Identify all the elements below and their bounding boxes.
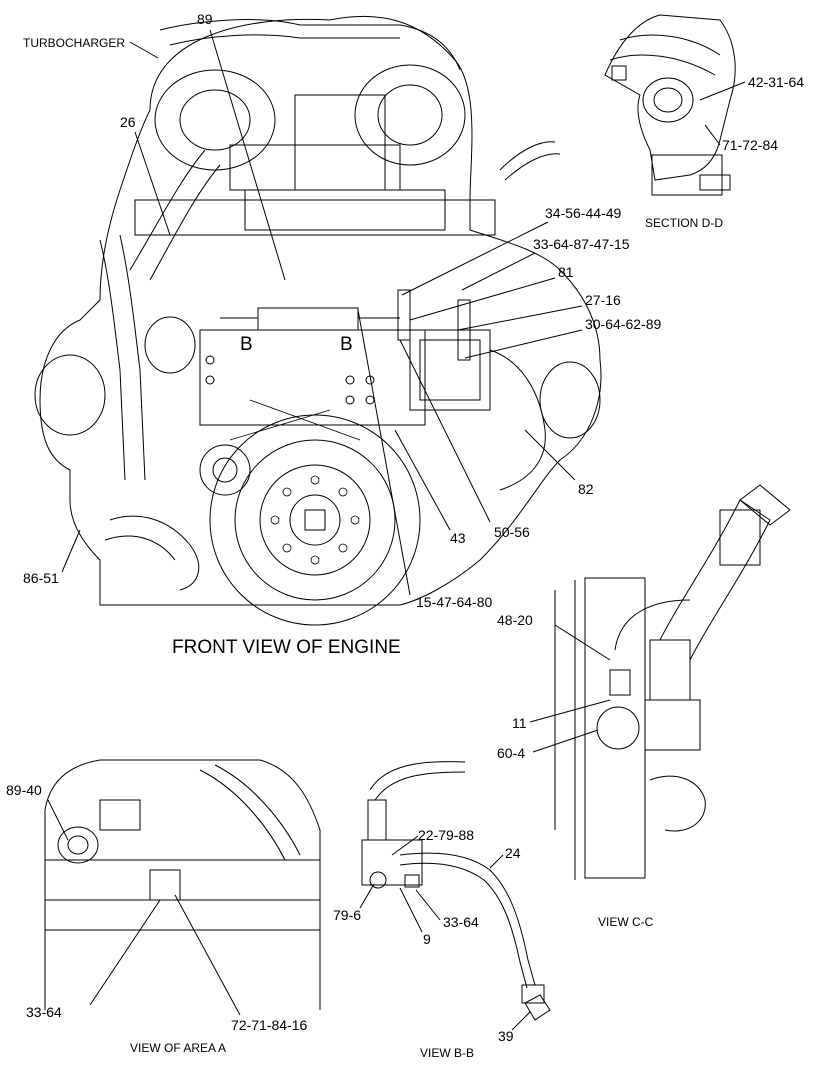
callout-27-16: 27-16 — [585, 292, 621, 308]
view-bb — [361, 761, 551, 1021]
callout-60-4: 60-4 — [497, 745, 525, 761]
front-view-title: FRONT VIEW OF ENGINE — [172, 637, 401, 658]
callout-48-20: 48-20 — [497, 612, 533, 628]
view-cc — [554, 484, 791, 880]
callout-39: 39 — [498, 1028, 514, 1044]
callout-82: 82 — [578, 481, 594, 497]
section-dd-view — [604, 14, 736, 196]
callout-9: 9 — [423, 931, 431, 947]
callout-11: 11 — [512, 715, 527, 731]
turbocharger-label: TURBOCHARGER — [23, 36, 125, 50]
callout-89-40: 89-40 — [6, 782, 42, 798]
callout-43: 43 — [450, 530, 466, 546]
callout-26: 26 — [120, 114, 136, 130]
callout-86-51: 86-51 — [23, 570, 59, 586]
callout-33-64-area-a: 33-64 — [26, 1004, 62, 1020]
section-dd-label: SECTION D-D — [645, 216, 723, 230]
callout-34-56-44-49: 34-56-44-49 — [545, 205, 621, 221]
callout-30-64-62-89: 30-64-62-89 — [585, 316, 661, 332]
section-b-right: B — [340, 334, 353, 355]
callout-81: 81 — [558, 264, 574, 280]
view-bb-label: VIEW B-B — [420, 1046, 474, 1060]
callout-89: 89 — [197, 11, 213, 27]
view-area-a-label: VIEW OF AREA A — [130, 1041, 226, 1055]
pulley-bolt-circle — [270, 475, 360, 565]
callout-42-31-64: 42-31-64 — [748, 74, 804, 90]
callout-72-71-84-16: 72-71-84-16 — [231, 1017, 307, 1033]
view-cc-label: VIEW C-C — [598, 915, 654, 929]
callout-33-64-87-47-15: 33-64-87-47-15 — [533, 236, 630, 252]
callout-15-47-64-80: 15-47-64-80 — [416, 594, 492, 610]
section-b-left: B — [240, 334, 253, 355]
view-area-a — [44, 759, 321, 1010]
callout-50-56: 50-56 — [494, 524, 530, 540]
callout-71-72-84: 71-72-84 — [722, 137, 778, 153]
front-view-engine — [34, 15, 602, 626]
callout-79-6: 79-6 — [333, 907, 361, 923]
callout-24: 24 — [505, 845, 521, 861]
callout-22-79-88: 22-79-88 — [418, 827, 474, 843]
callout-33-64-view-bb: 33-64 — [443, 914, 479, 930]
